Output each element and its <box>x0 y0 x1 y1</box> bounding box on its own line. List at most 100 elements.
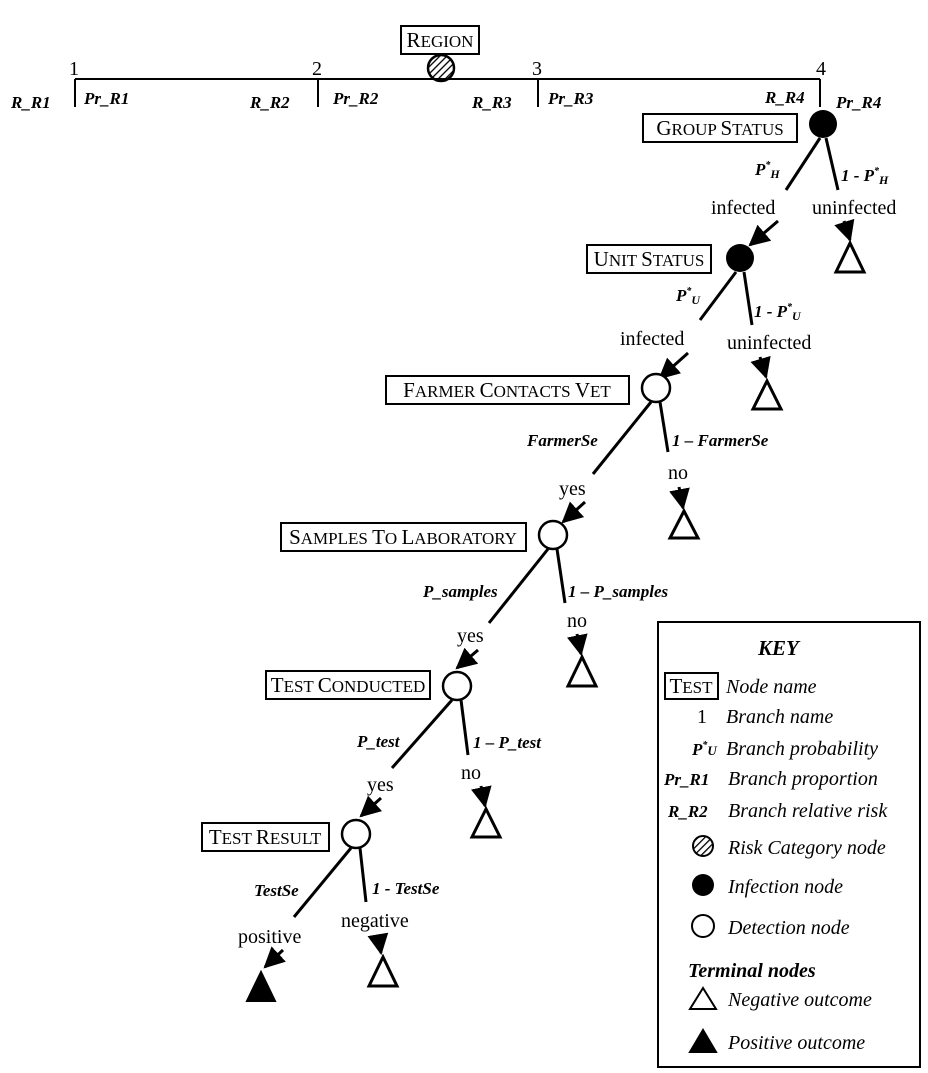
farmer-prob-left: FarmerSe <box>526 431 598 450</box>
test-conducted-label: TEST CONDUCTED <box>271 673 426 697</box>
unit-prob-left: P*U <box>675 286 701 307</box>
test-conducted-detection-node <box>441 670 473 702</box>
key-positive-outcome-icon <box>688 1028 718 1053</box>
samples-detection-node <box>537 519 569 551</box>
unit-left-label: infected <box>620 328 684 350</box>
key-infection-icon <box>692 874 714 896</box>
group-left-branch-upper <box>784 137 822 191</box>
farmer-prob-right: 1 – FarmerSe <box>672 431 769 450</box>
key-branch-probability: Branch probability <box>726 738 878 760</box>
result-right-branch-upper <box>358 847 368 903</box>
key-risk-category-icon <box>692 835 714 857</box>
unit-left-arrow <box>658 351 689 380</box>
samples-prob-left: P_samples <box>422 582 498 601</box>
key-detection-node: Detection node <box>727 917 850 939</box>
test-result-label: TEST RESULT <box>209 825 322 849</box>
branch-risk-r3: R_R3 <box>471 93 512 112</box>
farmer-right-label: no <box>668 462 688 484</box>
test-right-branch-upper <box>459 699 470 756</box>
key-branch-example: 1 <box>697 706 707 728</box>
branch-risk-r1: R_R1 <box>10 93 51 112</box>
branch-proportion-r4: Pr_R4 <box>835 93 881 112</box>
farmer-left-branch-upper <box>591 401 653 475</box>
key-branch-proportion: Branch proportion <box>728 768 878 790</box>
group-negative-terminal <box>833 239 867 274</box>
farmer-negative-terminal <box>667 507 701 540</box>
samples-to-laboratory-box <box>280 522 527 552</box>
samples-left-label: yes <box>457 625 484 647</box>
samples-prob-right: 1 – P_samples <box>568 582 668 601</box>
key-positive-outcome: Positive outcome <box>727 1032 865 1054</box>
test-prob-right: 1 – P_test <box>473 733 542 752</box>
branch-name-1: 1 <box>69 58 79 80</box>
key-risk-example: R_R2 <box>667 802 708 821</box>
test-right-label: no <box>461 762 481 784</box>
samples-right-arrow <box>566 633 588 657</box>
samples-left-branch-upper <box>487 548 550 624</box>
key-terminal-nodes: Terminal nodes <box>688 960 816 982</box>
key-probability-example: P*U <box>691 740 717 759</box>
unit-left-branch-upper <box>698 271 738 321</box>
group-right-branch-upper <box>824 137 840 191</box>
group-status-box <box>642 113 798 143</box>
branch-risk-r4: R_R4 <box>764 88 805 107</box>
branch-name-4: 4 <box>816 58 826 80</box>
farmer-right-branch-upper <box>658 401 670 453</box>
result-right-arrow <box>367 932 389 956</box>
branch-name-3: 3 <box>532 58 542 80</box>
key-detection-icon <box>691 914 715 938</box>
unit-right-label: uninfected <box>727 332 811 354</box>
samples-right-label: no <box>567 610 587 632</box>
samples-right-branch-upper <box>555 548 567 604</box>
key-infection-node: Infection node <box>727 876 843 898</box>
group-left-label: infected <box>711 197 775 219</box>
samples-left-arrow <box>455 647 479 670</box>
farmer-detection-node <box>640 372 672 404</box>
key-proportion-example: Pr_R1 <box>663 770 709 789</box>
key-node-name: Node name <box>725 676 817 698</box>
branch-proportion-r1: Pr_R1 <box>83 89 129 108</box>
unit-right-branch-upper <box>742 271 754 326</box>
region-node-label: REGION <box>400 25 480 55</box>
key-negative-outcome: Negative outcome <box>727 989 872 1011</box>
key-node-example-box <box>664 672 719 700</box>
test-result-box <box>201 822 330 852</box>
unit-status-label: UNIT STATUS <box>594 247 705 271</box>
unit-negative-terminal <box>750 377 784 411</box>
farmer-contacts-vet-box <box>385 375 630 405</box>
group-left-arrow <box>748 219 779 247</box>
region-risk-category-node <box>426 53 456 83</box>
region-branch-bar <box>74 78 821 107</box>
farmer-contacts-vet-label: FARMER CONTACTS VET <box>403 378 611 402</box>
test-left-branch-upper <box>390 699 454 769</box>
key-node-example: TEST <box>669 674 713 698</box>
test-negative-terminal <box>469 805 503 839</box>
result-positive-terminal <box>245 969 277 1002</box>
result-right-label: negative <box>341 910 409 932</box>
result-negative-terminal <box>366 953 400 988</box>
test-right-arrow <box>470 785 492 809</box>
result-left-label: positive <box>238 926 301 948</box>
region-label: REGION <box>407 28 474 52</box>
farmer-left-label: yes <box>559 478 586 500</box>
result-prob-right: 1 - TestSe <box>372 879 440 898</box>
key-legend: KEY TEST Node name 1 Branch name P*U Bra… <box>657 621 921 1068</box>
farmer-right-arrow <box>669 486 690 511</box>
unit-infection-node <box>726 244 754 272</box>
branch-name-2: 2 <box>312 58 322 80</box>
samples-negative-terminal <box>565 653 599 688</box>
samples-to-laboratory-label: SAMPLES TO LABORATORY <box>289 525 517 549</box>
group-infection-node <box>809 110 837 138</box>
test-conducted-box <box>265 670 431 700</box>
branch-risk-r2: R_R2 <box>249 93 290 112</box>
unit-status-box <box>586 244 712 274</box>
key-branch-name: Branch name <box>726 706 833 728</box>
branch-proportion-r3: Pr_R3 <box>547 89 594 108</box>
key-title: KEY <box>757 636 801 660</box>
key-branch-relative-risk: Branch relative risk <box>728 800 888 822</box>
group-prob-left: P*H <box>754 160 780 181</box>
unit-right-arrow <box>750 355 771 380</box>
group-prob-right: 1 - P*H <box>841 166 889 187</box>
result-left-branch-upper <box>292 847 353 918</box>
